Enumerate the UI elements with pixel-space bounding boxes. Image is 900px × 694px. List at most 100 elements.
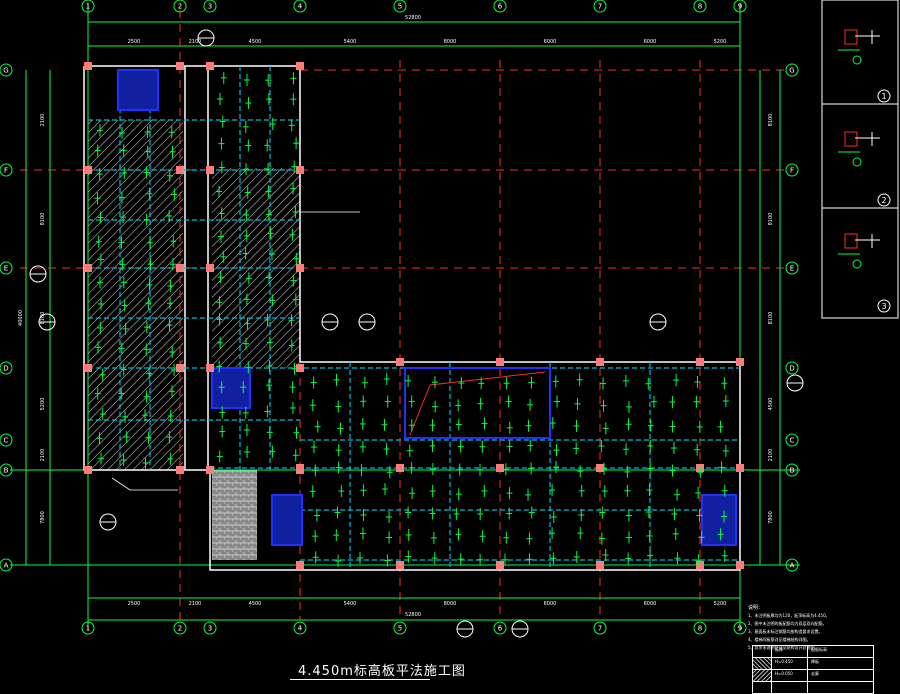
column <box>596 561 604 569</box>
axis-label: G <box>789 67 794 75</box>
note-item: 2、图中未注明的板配筋均为双层双向配筋。 <box>748 621 827 626</box>
axis-label: C <box>4 437 9 445</box>
legend-row: H=0.450 降板 <box>753 658 873 670</box>
dim-text: 5200 <box>714 601 727 607</box>
axis-label: 7 <box>598 625 602 633</box>
dim-text: 7800 <box>768 511 774 524</box>
axis-label: 7 <box>598 3 602 11</box>
grid-bubble <box>393 621 407 635</box>
dim-text: 8100 <box>40 312 46 325</box>
dim-text: 6000 <box>544 601 557 607</box>
axis-label: E <box>790 265 794 273</box>
column <box>296 561 304 569</box>
axis-label: 9 <box>738 3 742 11</box>
note-item: 1、未注明板厚均为120，板顶标高为4.450。 <box>748 613 830 618</box>
column <box>496 358 504 366</box>
axis-label: C <box>790 437 795 445</box>
legend-note: 板面标高 <box>811 647 827 652</box>
detail-marker-2: 2 <box>881 196 886 205</box>
axis-label: E <box>4 265 8 273</box>
legend-swatch <box>753 670 772 681</box>
dim-text: 8100 <box>768 213 774 226</box>
dim-text: 5200 <box>40 398 46 411</box>
column <box>206 264 214 272</box>
grid-bubble <box>733 0 747 13</box>
legend-row: H=0.050 走廊 <box>753 670 873 682</box>
grid-bubble <box>733 621 747 635</box>
dim-text: 5400 <box>344 39 357 45</box>
axis-label: 3 <box>208 625 212 633</box>
grid-bubble <box>593 621 607 635</box>
dim-text: 4500 <box>249 39 262 45</box>
column <box>176 264 184 272</box>
axis-label: D <box>3 365 8 373</box>
design-notes: 说明： 1、未注明板厚均为120，板顶标高为4.450。 2、图中未注明的板配筋… <box>748 604 898 652</box>
grid-bubble <box>293 621 307 635</box>
grid-bubble <box>0 63 13 77</box>
column <box>206 166 214 174</box>
hatched-slab-west <box>88 120 183 470</box>
grid-bubble <box>593 0 607 13</box>
axis-label: 1 <box>86 3 90 11</box>
axis-label: D <box>789 365 794 373</box>
legend-row <box>753 682 873 693</box>
column <box>176 466 184 474</box>
dim-text: 8000 <box>444 601 457 607</box>
note-item: 4、楼梯间板筋详见楼梯结构详图。 <box>748 637 811 642</box>
notes-heading: 说明： <box>748 605 764 611</box>
legend-label: 板厚 <box>775 647 783 652</box>
grid-bubble <box>785 163 799 177</box>
column <box>496 464 504 472</box>
legend-table: 板厚 板面标高 H=0.450 降板 H=0.050 走廊 <box>752 645 874 694</box>
grid-bubble <box>493 0 507 13</box>
axis-label: 1 <box>86 625 90 633</box>
grid-bubble <box>785 433 799 447</box>
column <box>596 358 604 366</box>
column <box>84 166 92 174</box>
grid-bubble <box>0 261 13 275</box>
detail-marker-1: 1 <box>881 92 886 101</box>
legend-note: 走廊 <box>811 671 819 676</box>
column <box>696 561 704 569</box>
axis-label: F <box>790 167 794 175</box>
legend-note: 降板 <box>811 659 819 664</box>
column <box>84 364 92 372</box>
axis-label: 5 <box>398 625 402 633</box>
dim-text: 8000 <box>444 39 457 45</box>
axis-label: 4 <box>298 3 303 11</box>
column <box>296 62 304 70</box>
grid-bubble <box>393 0 407 13</box>
legend-swatch <box>753 646 772 657</box>
grid-bubble <box>173 621 187 635</box>
grid-bubble <box>0 433 13 447</box>
dim-top-total: 52800 <box>405 15 421 21</box>
grid-bubble <box>203 621 217 635</box>
grid-bubble <box>785 361 799 375</box>
dim-text: 7800 <box>40 511 46 524</box>
axis-label: B <box>4 467 9 475</box>
detail-marker-3: 3 <box>881 302 886 311</box>
dim-text: 6000 <box>644 39 657 45</box>
note-item: 3、屋面板未标注钢筋均按构造要求设置。 <box>748 629 823 634</box>
dim-text: 2100 <box>768 449 774 462</box>
grid-bubble <box>693 621 707 635</box>
column <box>736 358 744 366</box>
column <box>84 264 92 272</box>
column <box>596 464 604 472</box>
column <box>84 466 92 474</box>
column <box>176 62 184 70</box>
grid-bubble <box>693 0 707 13</box>
column <box>176 166 184 174</box>
dim-text: 2100 <box>189 601 202 607</box>
axis-label: B <box>790 467 795 475</box>
grid-bubble <box>785 261 799 275</box>
grid-bubble <box>0 163 13 177</box>
axis-label: 2 <box>178 625 182 633</box>
dim-left-total: 40000 <box>18 310 24 326</box>
note-item: 5、其余未说明处详见结构设计总说明。 <box>748 645 819 650</box>
dim-text: 6000 <box>544 39 557 45</box>
axis-label: G <box>3 67 8 75</box>
column <box>736 464 744 472</box>
legend-row: 板厚 板面标高 <box>753 646 873 658</box>
column <box>396 358 404 366</box>
